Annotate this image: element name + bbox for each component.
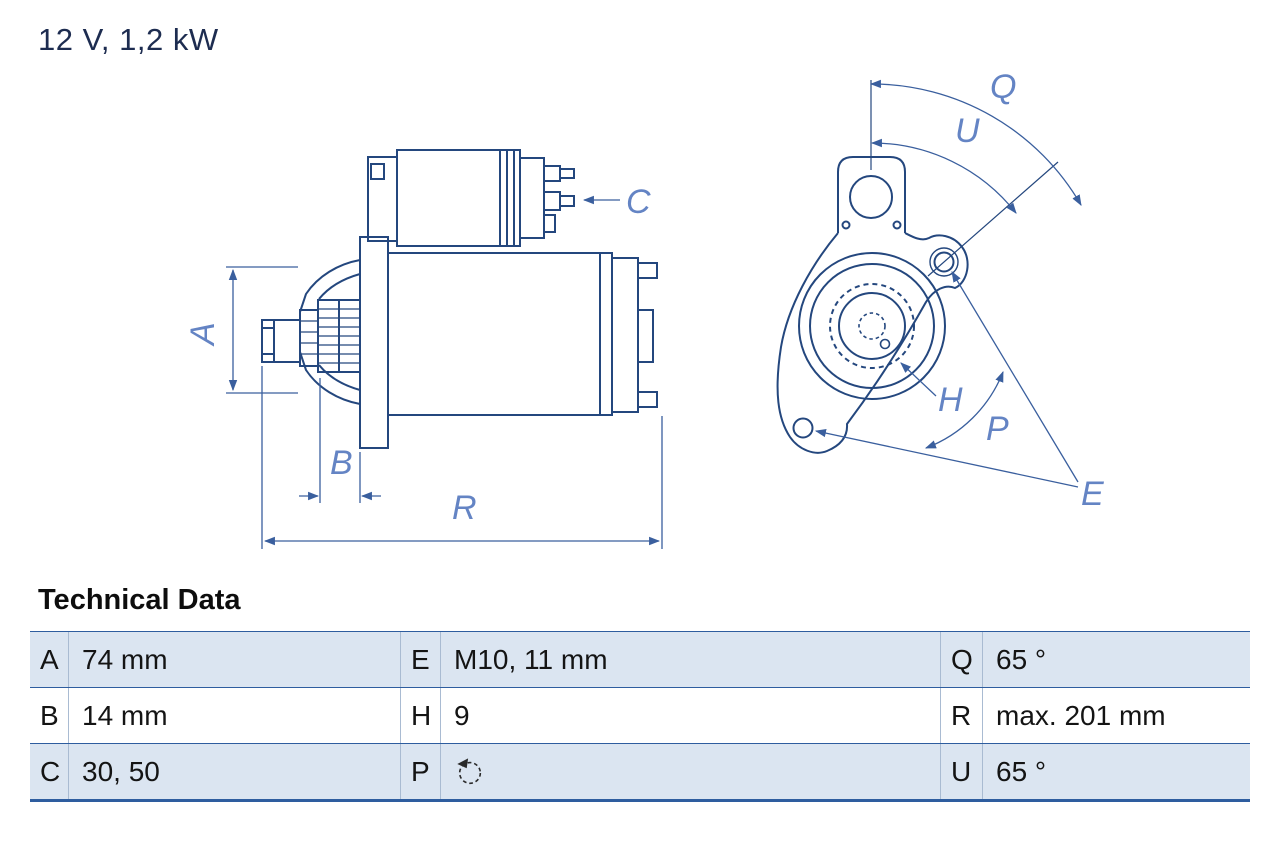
param-key-r: R [940,688,982,743]
dim-label-b: B [330,444,353,482]
param-value-h: 9 [440,688,940,743]
table-row: C 30, 50 P U 65 ° [30,743,1250,799]
param-key-p: P [400,744,440,799]
dim-label-c: C [626,183,651,221]
dimension-labels: A B C R Q U H P E [184,68,1104,527]
table-row: B 14 mm H 9 R max. 201 mm [30,687,1250,743]
dim-label-e: E [1081,475,1104,513]
motor-body [359,236,658,449]
param-value-u: 65 ° [982,744,1250,799]
dim-label-h: H [938,381,963,419]
param-key-h: H [400,688,440,743]
bearing-and-gear-circles [798,252,946,400]
param-key-b: B [40,699,59,731]
dim-label-u: U [955,112,980,150]
dim-label-p: P [986,410,1009,448]
technical-data-table: A 74 mm E M10, 11 mm Q 65 ° B 14 mm H 9 … [30,631,1250,802]
dim-label-q: Q [990,68,1016,106]
param-key-a: A [40,643,59,675]
param-key-e: E [400,632,440,687]
param-value-c: 30, 50 [68,744,400,799]
rotation-direction-ccw-icon [457,757,482,784]
param-value-b: 14 mm [68,688,400,743]
table-row: A 74 mm E M10, 11 mm Q 65 ° [30,631,1250,687]
page-title: 12 V, 1,2 kW [38,22,219,57]
dim-label-r: R [452,489,477,527]
param-value-e: M10, 11 mm [440,632,940,687]
param-value-q: 65 ° [982,632,1250,687]
drive-pinion [261,259,361,405]
technical-drawing: A B C R Q U H P E [184,68,1104,549]
param-key-q: Q [940,632,982,687]
param-key-c: C [40,755,61,787]
front-view [776,80,1059,454]
param-key-u: U [940,744,982,799]
param-value-r: max. 201 mm [982,688,1250,743]
param-value-p [440,744,940,799]
solenoid [367,149,575,247]
technical-data-heading: Technical Data [38,584,241,616]
dimension-lines [226,79,1082,549]
dim-label-a: A [184,322,222,347]
param-value-a: 74 mm [68,632,400,687]
mounting-holes [792,247,959,439]
side-view [261,149,658,449]
